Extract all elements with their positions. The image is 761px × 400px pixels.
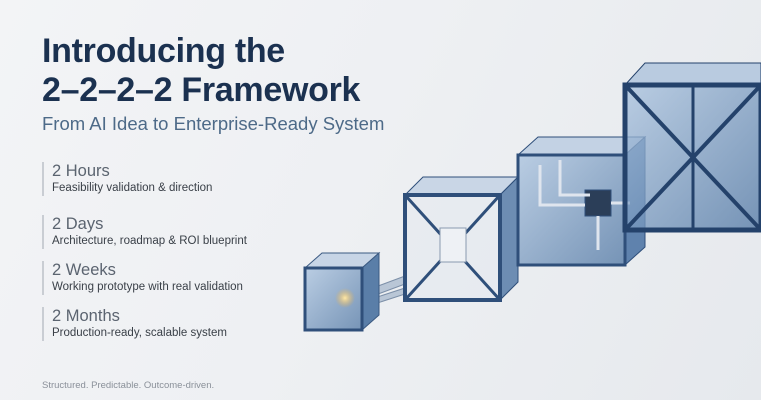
stage-heading: 2 Hours	[52, 162, 110, 180]
cube-2-months	[622, 62, 761, 233]
stage-description: Architecture, roadmap & ROI blueprint	[52, 235, 247, 247]
stage-heading: 2 Weeks	[52, 261, 116, 279]
stage-description: Production-ready, scalable system	[52, 327, 227, 339]
cube-2-days	[403, 175, 520, 302]
stage-2-months: 2 Months Production-ready, scalable syst…	[42, 307, 227, 341]
stage-2-days: 2 Days Architecture, roadmap & ROI bluep…	[42, 215, 247, 249]
stage-description: Working prototype with real validation	[52, 281, 243, 293]
cube-2-hours	[303, 251, 381, 332]
stage-heading: 2 Months	[52, 307, 120, 325]
title-line-1: Introducing the	[42, 32, 285, 70]
title-line-2: 2–2–2–2 Framework	[42, 71, 361, 109]
subtitle: From AI Idea to Enterprise-Ready System	[42, 113, 385, 134]
stage-description: Feasibility validation & direction	[52, 182, 213, 194]
stage-2-hours: 2 Hours Feasibility validation & directi…	[42, 162, 212, 196]
page-title: Introducing the 2–2–2–2 Framework	[42, 32, 360, 110]
footer-tagline: Structured. Predictable. Outcome-driven.	[42, 380, 215, 391]
stage-2-weeks: 2 Weeks Working prototype with real vali…	[42, 261, 243, 295]
stage-heading: 2 Days	[52, 215, 104, 233]
